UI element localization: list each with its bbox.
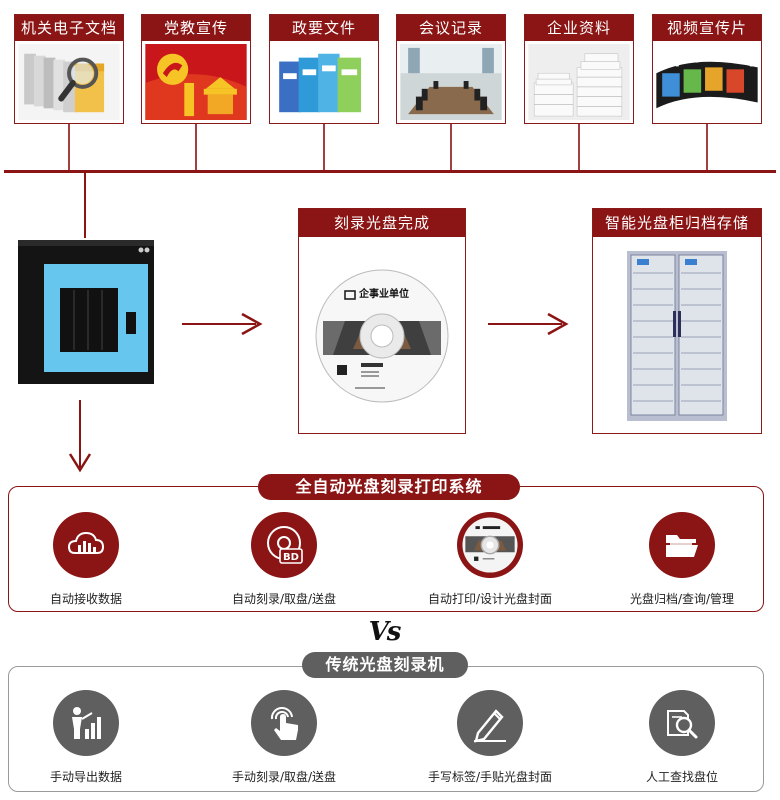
feature-auto-print: 自动打印/设计光盘封面: [410, 512, 570, 607]
smart-cabinet-box: 智能光盘柜归档存储: [592, 208, 762, 434]
feature-manual-search: 人工查找盘位: [602, 690, 762, 785]
manual-system-frame: [8, 666, 764, 792]
binders-image: [273, 44, 375, 120]
folder-icon: [649, 512, 715, 578]
bd-disc-icon: BD: [251, 512, 317, 578]
category-title: 企业资料: [525, 15, 633, 41]
category-card-enterprise-materials[interactable]: 企业资料: [524, 14, 634, 124]
hand-tap-icon: [251, 690, 317, 756]
data-bus-line: [4, 170, 776, 173]
category-card-meeting-minutes[interactable]: 会议记录: [396, 14, 506, 124]
cloud-chart-icon: [53, 512, 119, 578]
category-card-policy-files[interactable]: 政要文件: [269, 14, 379, 124]
category-title: 机关电子文档: [15, 15, 123, 41]
feature-auto-archive: 光盘归档/查询/管理: [602, 512, 762, 607]
connector-line: [323, 124, 325, 170]
folders-magnifier-image: [18, 44, 120, 120]
feature-label: 自动接收数据: [49, 592, 122, 606]
paper-stacks-image: [528, 44, 630, 120]
party-emblem-image: [145, 44, 247, 120]
category-title: 会议记录: [397, 15, 505, 41]
search-doc-icon: [649, 690, 715, 756]
smart-cabinet-title: 智能光盘柜归档存储: [593, 209, 761, 237]
feature-label: 人工查找盘位: [645, 770, 718, 784]
flow-arrow-right: [486, 312, 570, 336]
category-card-promo-video[interactable]: 视频宣传片: [652, 14, 762, 124]
feature-label: 手动刻录/取盘/送盘: [231, 770, 337, 784]
feature-auto-receive: 自动接收数据: [6, 512, 166, 607]
connector-line: [68, 124, 70, 170]
auto-system-frame: [8, 486, 764, 612]
connector-line: [578, 124, 580, 170]
disc-cabinet-image: [627, 251, 727, 421]
feature-auto-burn: BD 自动刻录/取盘/送盘: [204, 512, 364, 607]
category-title: 视频宣传片: [653, 15, 761, 41]
burn-complete-title: 刻录光盘完成: [299, 209, 465, 237]
svg-text:BD: BD: [283, 552, 299, 563]
auto-system-title: 全自动光盘刻录打印系统: [258, 474, 520, 500]
person-chart-icon: [53, 690, 119, 756]
auto-burner-machine: [14, 238, 158, 388]
category-title: 政要文件: [270, 15, 378, 41]
manual-system-title: 传统光盘刻录机: [302, 652, 468, 678]
feature-manual-burn: 手动刻录/取盘/送盘: [204, 690, 364, 785]
feature-manual-export: 手动导出数据: [6, 690, 166, 785]
disc-org-text: 企事业单位: [359, 289, 409, 300]
feature-label: 自动打印/设计光盘封面: [427, 592, 553, 606]
meeting-room-image: [400, 44, 502, 120]
film-strip-image: [656, 44, 758, 120]
category-card-party-education[interactable]: 党教宣传: [141, 14, 251, 124]
flow-arrow-down: [66, 398, 94, 474]
feature-label: 自动刻录/取盘/送盘: [231, 592, 337, 606]
printed-disc-icon: [457, 512, 523, 578]
flow-arrow-right: [180, 312, 264, 336]
vs-label: Vs: [368, 617, 402, 647]
printed-disc-image: 企事业单位: [315, 269, 449, 403]
feature-label: 手写标签/手贴光盘封面: [427, 770, 553, 784]
connector-line: [706, 124, 708, 170]
connector-line: [195, 124, 197, 170]
feature-label: 手动导出数据: [49, 770, 122, 784]
connector-line: [84, 172, 86, 238]
feature-manual-label: 手写标签/手贴光盘封面: [410, 690, 570, 785]
pen-icon: [457, 690, 523, 756]
burn-complete-box: 刻录光盘完成 企事业单位: [298, 208, 466, 434]
category-card-e-docs[interactable]: 机关电子文档: [14, 14, 124, 124]
category-title: 党教宣传: [142, 15, 250, 41]
feature-label: 光盘归档/查询/管理: [629, 592, 735, 606]
connector-line: [450, 124, 452, 170]
